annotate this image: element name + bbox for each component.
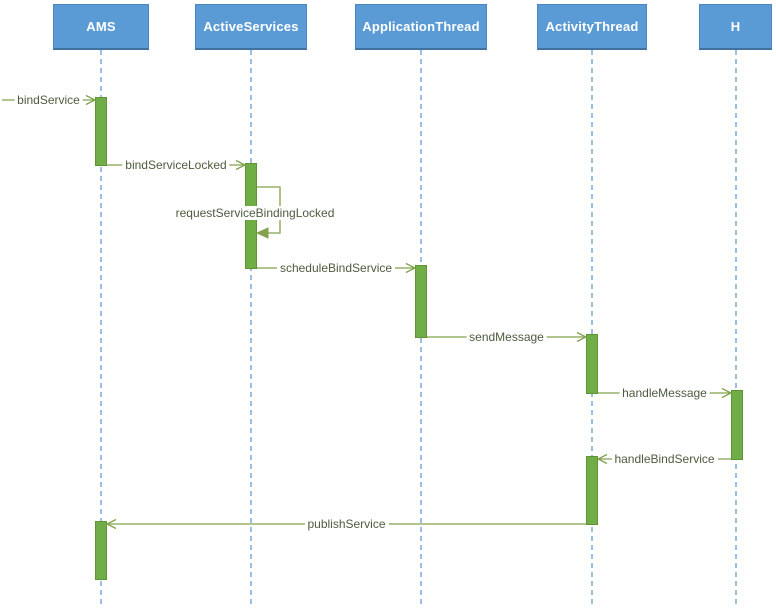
- message-bindservice-arrowhead-icon: [85, 94, 97, 106]
- participant-header-ams: AMS: [53, 4, 149, 50]
- message-handlebindservice-arrowhead-icon: [596, 453, 608, 465]
- message-bindservice-label: bindService: [14, 93, 83, 107]
- activation-bar-h-4: [731, 390, 743, 460]
- participant-header-h: H: [699, 4, 772, 50]
- message-handlemessage-label: handleMessage: [619, 386, 710, 400]
- message-handlebindservice-label: handleBindService: [611, 452, 718, 466]
- message-schedulebindservice-label: scheduleBindService: [276, 261, 396, 275]
- activation-bar-activitythread-3: [586, 334, 598, 394]
- message-self-loop-line: [257, 186, 281, 234]
- participant-header-activitythread: ActivityThread: [537, 4, 647, 50]
- participant-label: AMS: [86, 19, 116, 34]
- message-sendmessage-arrowhead-icon: [576, 331, 588, 343]
- activation-bar-ams-0: [95, 97, 107, 166]
- activation-bar-activeservices-1: [245, 163, 257, 269]
- message-schedulebindservice-arrowhead-icon: [405, 262, 417, 274]
- message-self-loop-arrowhead-icon: [255, 227, 269, 239]
- message-publishservice-label: publishService: [304, 517, 389, 531]
- activation-bar-applicationthread-2: [415, 265, 427, 338]
- message-request-service-binding-locked-label: requestServiceBindingLocked: [172, 206, 338, 220]
- participant-header-applicationthread: ApplicationThread: [355, 4, 487, 50]
- participant-label: H: [730, 19, 741, 34]
- activation-bar-activitythread-5: [586, 456, 598, 525]
- participant-header-activeservices: ActiveServices: [195, 4, 307, 50]
- participant-label: ApplicationThread: [362, 19, 480, 34]
- participant-label: ActivityThread: [545, 19, 639, 34]
- message-handlemessage-arrowhead-icon: [721, 387, 733, 399]
- message-publishservice-arrowhead-icon: [105, 518, 117, 530]
- message-bindservicelocked-label: bindServiceLocked: [122, 158, 230, 172]
- message-sendmessage-label: sendMessage: [466, 330, 547, 344]
- activation-bar-ams-6: [95, 521, 107, 580]
- message-bindservicelocked-arrowhead-icon: [235, 159, 247, 171]
- participant-label: ActiveServices: [203, 19, 299, 34]
